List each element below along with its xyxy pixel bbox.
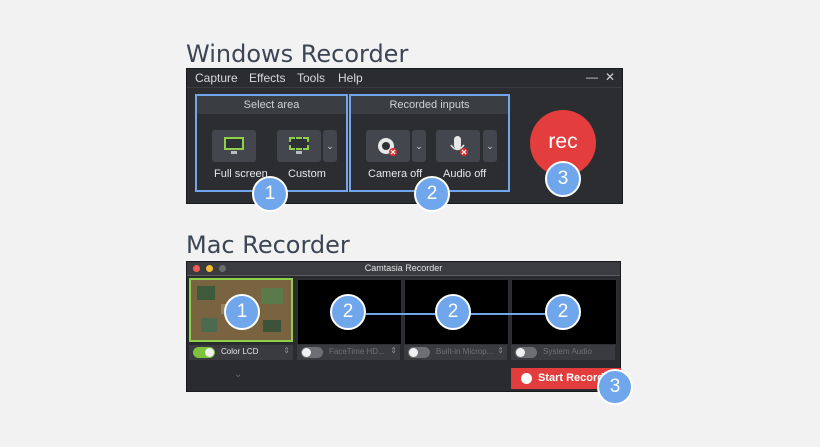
microphone-toggle[interactable] (408, 347, 430, 358)
mac-recorder-heading: Mac Recorder (186, 231, 350, 259)
callout-badge-1-mac: 1 (224, 294, 260, 330)
record-dot-icon (521, 373, 532, 384)
custom-button[interactable] (277, 130, 321, 162)
full-screen-button[interactable] (212, 130, 256, 162)
microphone-off-icon (450, 136, 468, 156)
minimize-button[interactable]: — (586, 70, 598, 84)
mac-window-title: Camtasia Recorder (364, 263, 443, 273)
screen-source-bar: Color LCD ⇕ (189, 345, 293, 360)
close-button[interactable]: ✕ (605, 70, 616, 84)
monitor-stand-icon (231, 151, 237, 154)
audio-off-label: Audio off (443, 168, 487, 180)
audio-button[interactable] (436, 130, 480, 162)
screen-source-stepper-icon[interactable]: ⇕ (283, 346, 290, 355)
system-audio-label: System Audio (543, 347, 592, 356)
mac-titlebar: Camtasia Recorder (187, 262, 620, 276)
system-audio-source-bar: System Audio (511, 345, 615, 360)
windows-recorder-heading: Windows Recorder (186, 40, 409, 68)
menu-effects[interactable]: Effects (249, 71, 286, 85)
callout-badge-1-windows: 1 (252, 176, 288, 212)
rec-button[interactable]: rec (530, 110, 596, 176)
monitor-icon (224, 137, 244, 150)
microphone-source-stepper-icon[interactable]: ⇕ (497, 346, 504, 355)
audio-dropdown-button[interactable]: ⌄ (483, 130, 497, 162)
camera-button[interactable] (366, 130, 410, 162)
custom-dropdown-button[interactable]: ⌄ (323, 130, 337, 162)
monitor-stand-icon (296, 151, 302, 154)
camera-off-label: Camera off (368, 168, 423, 180)
callout-badge-2-mac-microphone: 2 (435, 294, 471, 330)
full-screen-label: Full screen (214, 168, 268, 180)
select-area-title: Select area (197, 96, 346, 114)
screen-source-label[interactable]: Color LCD (221, 347, 259, 356)
recorded-inputs-title: Recorded inputs (351, 96, 508, 114)
callout-badge-3-windows: 3 (545, 161, 581, 197)
callout-badge-2-windows: 2 (414, 176, 450, 212)
microphone-source-label[interactable]: Built-in Microp... (436, 347, 494, 356)
collapse-chevron-icon[interactable]: ⌄ (234, 369, 243, 380)
camera-off-icon (378, 138, 397, 156)
recorded-inputs-panel: Recorded inputs ⌄ Camera off ⌄ Audio off (349, 94, 510, 192)
custom-label: Custom (288, 168, 326, 180)
callout-badge-3-mac: 3 (597, 369, 633, 405)
zoom-window-icon[interactable] (219, 265, 226, 272)
camera-source-bar: FaceTime HD... ⇕ (297, 345, 400, 360)
select-area-panel: Select area Full screen ⌄ Custom (195, 94, 348, 192)
menu-help[interactable]: Help (338, 71, 363, 85)
callout-badge-2-mac-system-audio: 2 (545, 294, 581, 330)
mac-recorder-window: Camtasia Recorder Color LCD ⇕ FaceTime H… (186, 261, 621, 392)
windows-recorder-window: Capture Effects Tools Help — ✕ Select ar… (186, 68, 623, 204)
camera-toggle[interactable] (301, 347, 323, 358)
system-audio-toggle[interactable] (515, 347, 537, 358)
camera-dropdown-button[interactable]: ⌄ (412, 130, 426, 162)
camera-source-stepper-icon[interactable]: ⇕ (390, 346, 397, 355)
menu-tools[interactable]: Tools (297, 71, 326, 85)
menu-bar: Capture Effects Tools Help — ✕ (187, 69, 622, 88)
menu-capture[interactable]: Capture (195, 71, 238, 85)
screen-toggle[interactable] (193, 347, 215, 358)
close-window-icon[interactable] (193, 265, 200, 272)
custom-region-icon (289, 137, 309, 150)
camera-source-label[interactable]: FaceTime HD... (329, 347, 385, 356)
microphone-source-bar: Built-in Microp... ⇕ (404, 345, 507, 360)
minimize-window-icon[interactable] (206, 265, 213, 272)
callout-badge-2-mac-camera: 2 (330, 294, 366, 330)
